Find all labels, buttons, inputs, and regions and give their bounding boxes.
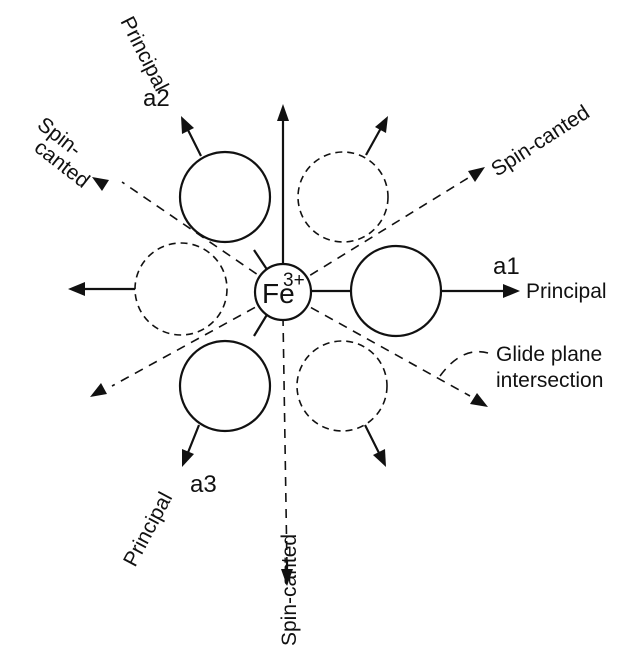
- label-glide-plane-line2: intersection: [496, 369, 603, 392]
- arrows: [68, 104, 520, 586]
- fe-charge: 3+: [283, 270, 305, 291]
- arrow-upper-right-head: [375, 116, 388, 133]
- arrow-spin-canted-right-head: [468, 167, 485, 182]
- dashed-atom-left: [134, 242, 228, 336]
- arrow-lower-right-dashed-head: [470, 393, 488, 407]
- label-a2: a2: [143, 85, 170, 112]
- solid-atoms: [178, 150, 443, 433]
- dashed-atom-lower-right: [296, 340, 388, 432]
- arrow-a3-shaft: [185, 424, 201, 456]
- label-principal-a1: Principal: [526, 280, 607, 303]
- label-principal-a2: Principal: [116, 13, 173, 95]
- arrow-lower-left-head: [90, 383, 107, 397]
- dashed-line-lower-left: [111, 291, 284, 387]
- arrow-a3-head: [182, 449, 194, 467]
- bonds: [253, 249, 351, 337]
- arrow-spin-canted-left-head: [92, 177, 109, 191]
- atom-a3: [178, 339, 272, 433]
- bond-a3: [253, 312, 269, 337]
- arrow-down-head: [281, 569, 293, 586]
- bond-a2: [253, 249, 269, 272]
- dashed-line-vertical-down: [282, 316, 288, 569]
- arrow-left-head: [68, 282, 85, 296]
- label-spin-canted-right: Spin-canted: [487, 101, 594, 181]
- label-spin-canted-bottom: Spin-canted: [278, 534, 301, 646]
- atom-a1: [349, 244, 443, 338]
- glide-plane-leader: [439, 351, 489, 377]
- dashed-atom-upper-right: [297, 151, 389, 243]
- arrow-lower-right-head: [373, 449, 386, 467]
- label-a3: a3: [190, 471, 217, 498]
- atom-a2: [178, 150, 272, 244]
- label-a1: a1: [493, 253, 520, 280]
- arrow-lower-right-shaft: [364, 424, 381, 456]
- dashed-line-upper-right: [282, 177, 469, 293]
- arrow-upper-right-shaft: [365, 127, 382, 156]
- arrow-a1-head: [503, 284, 520, 298]
- fe-symbol: Fe: [262, 278, 295, 309]
- label-principal-a3: Principal: [119, 488, 177, 570]
- arrow-a2-head: [181, 116, 194, 134]
- arrow-a2-shaft: [186, 127, 202, 157]
- dashed-line-lower-right: [282, 291, 471, 397]
- label-glide-plane-line1: Glide plane: [496, 343, 602, 366]
- arrow-up-head: [277, 104, 289, 121]
